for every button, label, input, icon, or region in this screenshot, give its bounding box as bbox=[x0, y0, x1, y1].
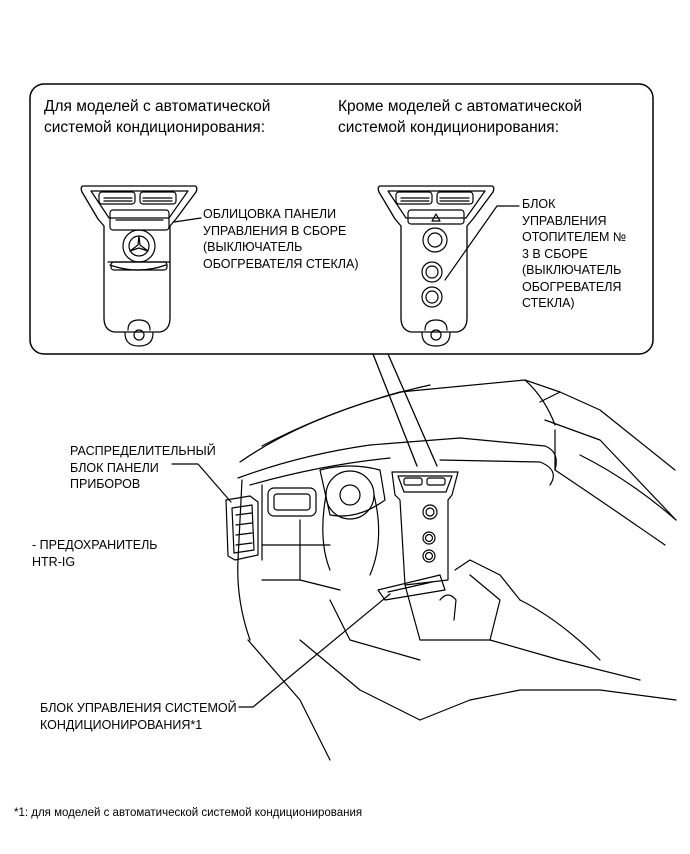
left-part-label: ОБЛИЦОВКА ПАНЕЛИ УПРАВЛЕНИЯ В СБОРЕ (ВЫК… bbox=[203, 207, 359, 271]
junction-block-leader bbox=[171, 463, 232, 503]
left-control-panel-illustration bbox=[80, 185, 198, 347]
car-interior-illustration bbox=[225, 379, 677, 761]
right-control-panel-illustration bbox=[377, 185, 495, 347]
inset-pointer-left bbox=[372, 353, 418, 467]
ac-amplifier-label: БЛОК УПРАВЛЕНИЯ СИСТЕМОЙ КОНДИЦИОНИРОВАН… bbox=[40, 701, 237, 732]
inset-pointer-right bbox=[387, 353, 438, 467]
footnote: *1: для моделей с автоматической системо… bbox=[14, 807, 363, 819]
right-part-label: БЛОК УПРАВЛЕНИЯ ОТОПИТЕЛЕМ № 3 В СБОРЕ (… bbox=[522, 197, 627, 310]
right-inset-header: Кроме моделей с автоматической системой … bbox=[338, 98, 583, 136]
left-part-leader bbox=[173, 217, 202, 223]
left-inset-header: Для моделей с автоматической системой ко… bbox=[44, 98, 271, 136]
junction-block-label: РАСПРЕДЕЛИТЕЛЬНЫЙ БЛОК ПАНЕЛИ ПРИБОРОВ bbox=[70, 444, 216, 491]
ac-amplifier-leader bbox=[238, 593, 391, 708]
right-part-leader bbox=[444, 205, 520, 281]
inset-frame bbox=[29, 83, 654, 355]
fuse-label: - ПРЕДОХРАНИТЕЛЬ HTR-IG bbox=[32, 538, 158, 569]
